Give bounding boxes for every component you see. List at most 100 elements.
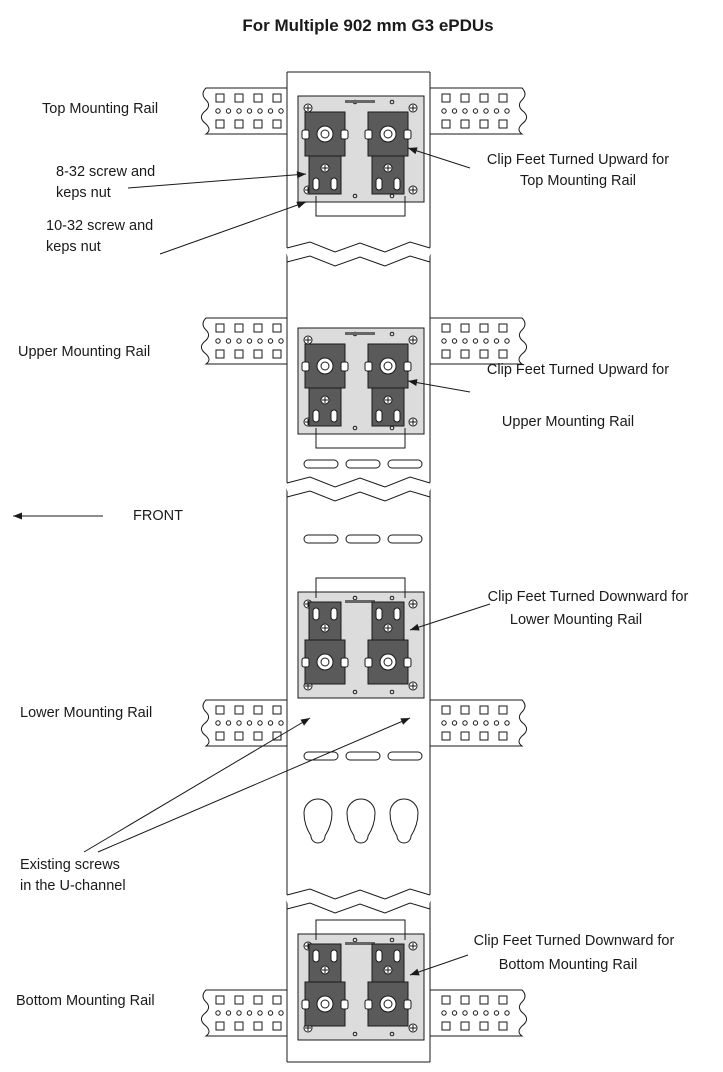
screw-icon	[383, 395, 393, 405]
leader-arrow	[13, 512, 103, 520]
rail-round-hole	[451, 1010, 458, 1016]
break-line	[286, 888, 431, 900]
handle	[315, 428, 406, 449]
channel-slots	[303, 459, 423, 761]
break-gap	[285, 241, 433, 267]
rail-round-hole	[472, 1010, 479, 1016]
rail-round-hole	[493, 1010, 500, 1016]
screw-icon	[408, 681, 418, 691]
rail-square-hole	[460, 93, 470, 103]
rail-round-hole	[441, 720, 447, 726]
rail-round-hole	[472, 338, 479, 344]
arrowhead	[300, 718, 310, 726]
rail-square-hole	[479, 995, 489, 1005]
screw-icon	[303, 335, 313, 345]
arrowhead	[13, 512, 22, 520]
screw-icon	[383, 623, 393, 633]
rail-round-hole	[215, 108, 221, 114]
clip-upper-label-line1: Clip Feet Turned Upward for	[487, 362, 669, 378]
diagram-title: For Multiple 902 mm G3 ePDUs	[242, 16, 493, 35]
rail-square-hole	[272, 995, 282, 1005]
clip-foot	[301, 943, 349, 1027]
arrowhead	[400, 718, 410, 725]
break-line	[286, 255, 431, 267]
rail-round-hole	[246, 338, 253, 344]
rail-square-hole	[215, 349, 225, 359]
rail-round-hole	[215, 338, 221, 344]
rail-square-hole	[479, 323, 489, 333]
break-gap	[285, 476, 433, 502]
existing-screws-label-line2: in the U-channel	[20, 878, 126, 894]
rail-round-hole	[493, 338, 500, 344]
arrowhead	[410, 623, 420, 631]
rail-round-hole	[462, 720, 468, 726]
rail-square-hole	[253, 705, 263, 715]
clip-foot	[364, 111, 412, 195]
arrowhead	[296, 201, 306, 209]
rail-left	[200, 699, 287, 747]
rail-square-hole	[441, 1021, 451, 1031]
rail-square-hole	[498, 119, 508, 129]
rail-square-hole	[253, 119, 263, 129]
clip-foot	[301, 601, 349, 685]
rail-right	[430, 989, 528, 1037]
screw-icon	[320, 623, 330, 633]
rail-square-hole	[253, 349, 263, 359]
rail-round-hole	[504, 338, 510, 344]
rail-square-hole	[441, 119, 451, 129]
rail-outline	[200, 87, 287, 135]
rail-left	[200, 87, 287, 135]
clip-foot	[301, 343, 349, 427]
screw-icon	[303, 103, 313, 113]
rail-square-hole	[460, 119, 470, 129]
rail-round-hole	[483, 338, 489, 344]
rail-round-hole	[462, 1010, 468, 1016]
rail-square-hole	[498, 995, 508, 1005]
front-label: FRONT	[133, 508, 183, 524]
rail-square-hole	[479, 731, 489, 741]
rail-square-hole	[272, 705, 282, 715]
rail-round-hole	[267, 720, 274, 726]
slot	[345, 751, 381, 761]
rail-square-hole	[253, 93, 263, 103]
bracket-plate	[297, 95, 425, 217]
break-line	[286, 902, 431, 914]
screw-icon	[383, 965, 393, 975]
rail-round-hole	[246, 720, 253, 726]
rail-round-hole	[451, 108, 458, 114]
leader-arrow	[159, 201, 307, 255]
rail-square-hole	[234, 1021, 244, 1031]
bottom-rail-label: Bottom Mounting Rail	[16, 993, 155, 1009]
rail-square-hole	[234, 119, 244, 129]
rail-square-hole	[498, 349, 508, 359]
handle	[315, 196, 406, 217]
rail-square-hole	[253, 1021, 263, 1031]
rail-square-hole	[441, 705, 451, 715]
clip-foot	[364, 943, 412, 1027]
rail-round-hole	[278, 338, 284, 344]
rail-square-hole	[441, 323, 451, 333]
rail-round-hole	[246, 108, 253, 114]
rail-round-hole	[236, 1010, 242, 1016]
clip-tab	[308, 943, 342, 983]
rail-round-hole	[493, 720, 500, 726]
rail-square-hole	[253, 995, 263, 1005]
rail-square-hole	[234, 731, 244, 741]
rail-square-hole	[215, 119, 225, 129]
clip-bottom-label-line2: Bottom Mounting Rail	[499, 957, 638, 973]
rail-square-hole	[498, 705, 508, 715]
rail-outline	[200, 989, 287, 1037]
rail-round-hole	[441, 108, 447, 114]
rail-square-hole	[234, 995, 244, 1005]
rail-round-hole	[215, 720, 221, 726]
keyhole-slots	[303, 798, 419, 844]
rail-round-hole	[278, 1010, 284, 1016]
bracket-plate	[297, 327, 425, 449]
slot	[303, 534, 339, 544]
screw-1032-label-line1: 10-32 screw and	[46, 218, 153, 234]
rail-round-hole	[472, 108, 479, 114]
screw-icon	[408, 941, 418, 951]
rail-round-hole	[483, 108, 489, 114]
rail-round-hole	[236, 338, 242, 344]
rail-square-hole	[498, 93, 508, 103]
